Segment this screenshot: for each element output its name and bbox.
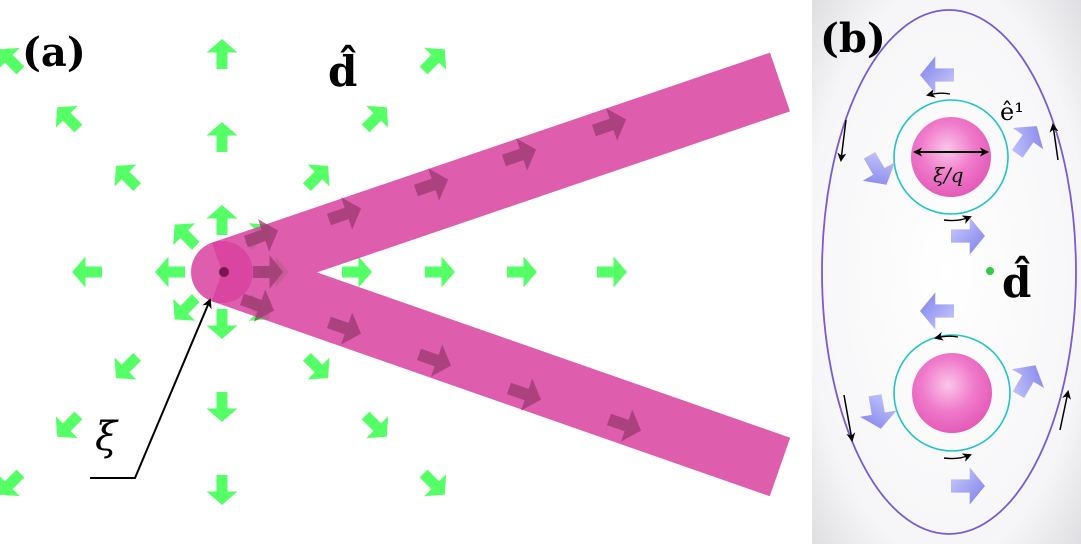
panel-b-director-label: d̂ — [1002, 254, 1031, 307]
director-arrow — [206, 39, 238, 69]
spin-arrow — [951, 217, 985, 255]
director-arrow — [114, 352, 142, 380]
director-arrow — [114, 164, 142, 192]
ellipse-arrow-right-top — [1049, 123, 1059, 161]
director-arrow — [302, 164, 330, 192]
director-arrow — [55, 411, 83, 439]
panel-a-label: (a) — [22, 29, 86, 76]
director-arrow — [302, 352, 330, 380]
lower-loop-arrow-bottom — [943, 453, 972, 462]
panel-a-director-label: d̂ — [328, 43, 357, 96]
director-arrow — [206, 392, 238, 422]
spin-arrows — [859, 56, 1044, 505]
band-arrow — [239, 289, 275, 322]
band-arrow — [253, 254, 283, 290]
band-arrow — [243, 219, 279, 252]
panel-a: (a) d̂ ξ — [0, 29, 791, 505]
upper-core — [911, 117, 991, 197]
director-arrow — [0, 469, 25, 497]
upper-loop-arrow-bottom — [943, 215, 972, 224]
band-arrow — [506, 378, 542, 411]
axis-label: ê¹ — [1000, 98, 1024, 126]
vortex-band — [211, 52, 791, 497]
upper-loop — [893, 99, 1009, 215]
director-arrow — [173, 294, 200, 321]
band-arrows — [239, 108, 642, 442]
director-arrow — [173, 223, 200, 250]
spin-arrow — [862, 151, 895, 185]
director-dot — [986, 267, 994, 275]
director-arrow — [0, 47, 25, 75]
director-arrow — [342, 256, 372, 288]
band-arrow — [591, 108, 627, 141]
director-arrow — [72, 256, 102, 288]
director-arrow — [597, 256, 627, 288]
lower-loop — [893, 334, 1011, 452]
director-arrow — [206, 205, 238, 235]
band-arrow — [416, 344, 452, 377]
core-width-label: ξ/q — [933, 163, 964, 187]
panel-b: ξ/q (b) ê¹ d̂ — [812, 0, 1081, 544]
ellipse-arrow-left-top — [837, 119, 847, 162]
spin-arrow — [859, 394, 897, 429]
spin-arrow — [1011, 126, 1044, 158]
panel-b-label: (b) — [820, 15, 886, 62]
band-arrow — [501, 138, 537, 171]
band-arrow — [326, 312, 362, 345]
director-arrow — [507, 256, 537, 288]
director-arrow — [55, 105, 83, 133]
lower-core — [912, 353, 992, 433]
band-arrow — [326, 197, 362, 230]
director-arrow — [206, 309, 238, 339]
band-arrow — [606, 409, 642, 442]
core-size-pointer — [90, 298, 212, 479]
band-arrow — [413, 168, 449, 201]
core-size-label: ξ — [95, 414, 119, 460]
ellipse-arrow-right-bottom — [1059, 390, 1071, 431]
spin-arrow — [920, 292, 954, 330]
director-arrow — [419, 469, 447, 497]
director-arrow — [361, 411, 389, 439]
boundary-ellipse — [821, 9, 1077, 535]
lower-loop-arrow-top — [934, 331, 959, 341]
spin-arrow — [920, 56, 954, 94]
director-arrow — [155, 256, 185, 288]
spin-arrow — [951, 467, 985, 505]
spin-arrow — [1011, 365, 1044, 399]
director-arrow — [206, 475, 238, 505]
upper-loop-arrow-top — [926, 88, 951, 98]
director-arrow — [206, 122, 238, 152]
director-arrow — [419, 47, 447, 75]
director-arrow — [361, 105, 389, 133]
director-arrow — [425, 256, 455, 288]
core-dot — [219, 267, 229, 277]
ellipse-arrow-left-bottom — [843, 394, 856, 442]
